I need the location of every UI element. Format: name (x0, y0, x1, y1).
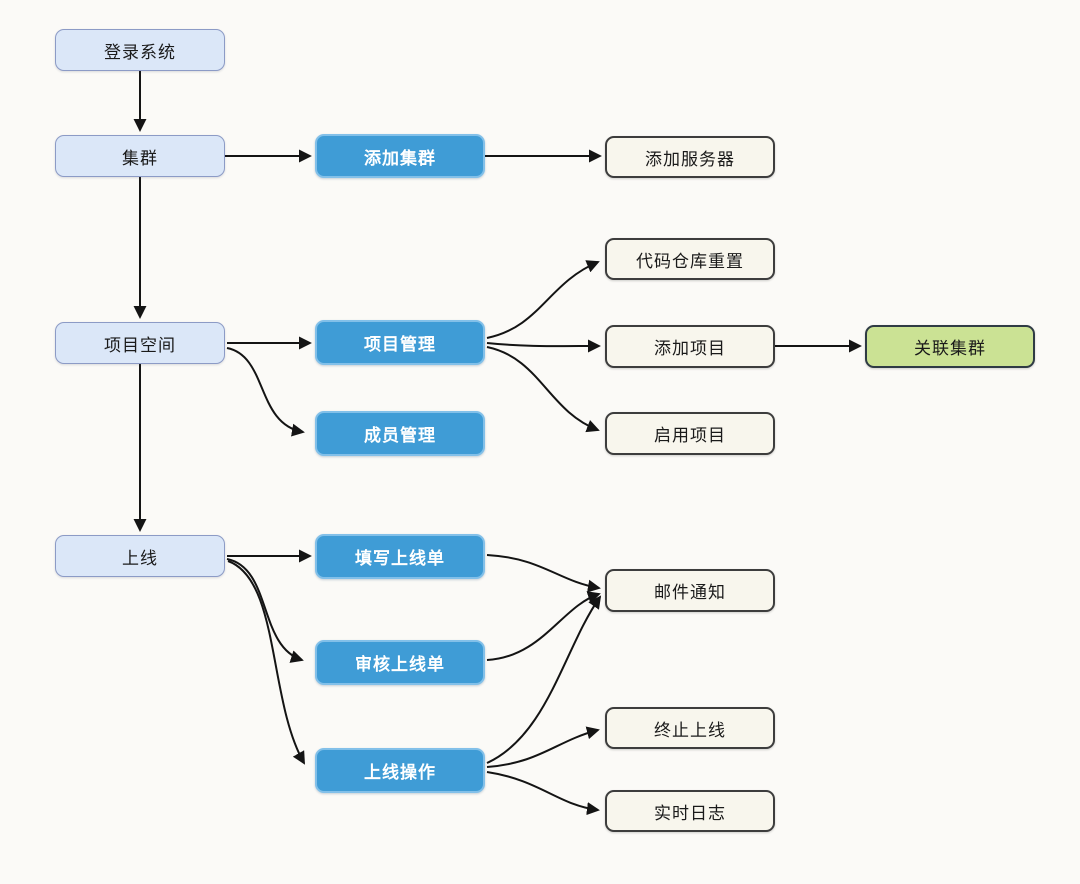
node-member-mgmt: 成员管理 (315, 411, 485, 456)
node-label: 启用项目 (654, 426, 726, 445)
node-online-operation: 上线操作 (315, 748, 485, 793)
node-label: 终止上线 (654, 720, 726, 740)
edge-project-mgmt-to-code-repo-reset (486, 260, 600, 339)
node-label: 实时日志 (654, 803, 726, 823)
edge-project-space-to-member-mgmt (226, 347, 305, 437)
edge-online-operation-to-realtime-log (486, 771, 600, 816)
node-email-notify: 邮件通知 (605, 569, 775, 612)
node-fill-online-form: 填写上线单 (315, 534, 485, 579)
node-label: 上线操作 (364, 763, 436, 782)
edge-online-operation-to-terminate-online (486, 726, 600, 768)
node-login-system: 登录系统 (55, 29, 225, 71)
node-label: 集群 (122, 148, 158, 168)
node-add-server: 添加服务器 (605, 136, 775, 178)
edge-online-operation-to-email-notify (486, 595, 602, 764)
node-label: 添加项目 (654, 339, 726, 358)
node-cluster: 集群 (55, 135, 225, 177)
edge-online-to-review-online-form (226, 558, 304, 663)
node-label: 添加服务器 (645, 149, 735, 169)
node-label: 添加集群 (364, 148, 436, 168)
node-add-cluster: 添加集群 (315, 134, 485, 178)
node-label: 审核上线单 (355, 655, 445, 674)
node-realtime-log: 实时日志 (605, 790, 775, 832)
node-review-online-form: 审核上线单 (315, 640, 485, 685)
node-project-mgmt: 项目管理 (315, 320, 485, 365)
edge-online-to-online-operation (227, 560, 305, 765)
node-label: 项目管理 (364, 335, 436, 354)
edge-review-online-form-to-email-notify (486, 591, 601, 661)
edge-fill-online-form-to-email-notify (486, 554, 601, 593)
node-label: 项目空间 (104, 335, 176, 355)
node-project-space: 项目空间 (55, 322, 225, 364)
node-enable-project: 启用项目 (605, 412, 775, 455)
node-label: 填写上线单 (355, 549, 445, 568)
node-label: 上线 (122, 548, 158, 568)
node-label: 关联集群 (914, 339, 986, 358)
node-label: 代码仓库重置 (636, 251, 744, 271)
node-label: 登录系统 (104, 42, 176, 62)
node-terminate-online: 终止上线 (605, 707, 775, 749)
node-online: 上线 (55, 535, 225, 577)
node-add-project: 添加项目 (605, 325, 775, 368)
node-label: 成员管理 (364, 426, 436, 445)
node-label: 邮件通知 (654, 583, 726, 602)
node-code-repo-reset: 代码仓库重置 (605, 238, 775, 280)
node-link-cluster: 关联集群 (865, 325, 1035, 368)
edge-project-mgmt-to-enable-project (486, 346, 600, 433)
edge-project-mgmt-to-add-project (486, 339, 601, 353)
